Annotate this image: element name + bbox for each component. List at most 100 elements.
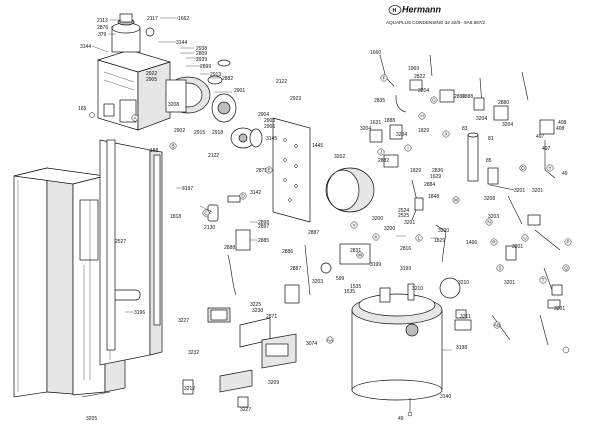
part-label: 1969	[408, 66, 419, 72]
callout-marker: Y	[546, 164, 554, 172]
part-label: 3211	[460, 314, 471, 320]
svg-text:E: E	[267, 168, 270, 173]
part-label: 3074	[306, 341, 317, 347]
part-label: 2880	[498, 100, 509, 106]
callout-marker: P	[564, 238, 572, 246]
part-label: 49	[562, 171, 568, 177]
part-label: 379	[98, 32, 107, 38]
part-label: 2835	[374, 98, 385, 104]
part-label: 2831	[350, 248, 361, 254]
part-label: 3197	[182, 186, 193, 192]
svg-text:L: L	[418, 236, 421, 241]
svg-text:H: H	[420, 114, 423, 119]
hermann-logo-icon	[388, 5, 402, 15]
part-label: 497	[542, 146, 551, 152]
part-label: 3210	[412, 286, 423, 292]
part-label: 2898	[258, 220, 269, 226]
svg-text:W: W	[358, 253, 363, 258]
part-label: 2527	[115, 239, 126, 245]
small-parts-center	[207, 195, 371, 304]
part-label: 408	[556, 126, 565, 132]
part-label: 2887	[308, 230, 319, 236]
callout-marker: AA	[326, 336, 334, 344]
part-label: 1829	[410, 168, 421, 174]
part-label: 1445	[312, 143, 323, 149]
svg-text:P: P	[566, 240, 569, 245]
part-label: 3201	[554, 306, 565, 312]
callout-marker: Q	[562, 264, 570, 272]
callout-marker: W	[356, 251, 364, 259]
part-label: 3199	[400, 266, 411, 272]
callout-marker: K	[372, 233, 380, 241]
svg-text:D: D	[241, 194, 245, 199]
callout-marker: R	[490, 238, 498, 246]
part-label: 3204	[396, 132, 407, 138]
svg-text:J: J	[380, 150, 382, 155]
part-label: 2885	[258, 238, 269, 244]
svg-text:AB: AB	[494, 323, 500, 328]
part-label: 2122	[276, 79, 287, 85]
part-label: 81	[488, 136, 494, 142]
svg-text:V: V	[352, 223, 356, 228]
part-label: 2130	[204, 225, 215, 231]
part-label: 2117	[147, 16, 158, 22]
svg-text:M: M	[454, 198, 458, 203]
part-label: 3232	[188, 350, 199, 356]
part-label: 2888	[224, 245, 235, 251]
part-label: 1818	[170, 214, 181, 220]
svg-text:T: T	[542, 278, 545, 283]
callout-marker: D	[239, 192, 247, 200]
svg-text:AA: AA	[327, 338, 334, 343]
part-label: 1848	[428, 194, 439, 200]
callout-marker: F	[380, 74, 388, 82]
part-label: 2882	[378, 158, 389, 164]
callout-marker: O	[519, 164, 527, 172]
svg-text:O: O	[521, 166, 525, 171]
part-label: 1829	[418, 128, 429, 134]
part-label: 2901	[234, 88, 245, 94]
leader-lines	[91, 17, 452, 351]
callout-marker: I	[404, 144, 412, 152]
boiler-casing	[13, 139, 163, 398]
part-label: 3205	[86, 416, 97, 422]
callout-marker: U	[521, 234, 529, 242]
part-label: 2525	[398, 213, 409, 219]
part-label: 2822	[414, 74, 425, 80]
part-label: 3204	[418, 88, 429, 94]
part-label: 3212	[184, 386, 195, 392]
part-label: 1888	[384, 118, 395, 124]
part-label: 165	[78, 106, 87, 112]
part-label: 1662	[178, 16, 189, 22]
svg-text:I: I	[407, 146, 408, 151]
part-label: 1629	[430, 174, 441, 180]
part-label: 3230	[252, 308, 263, 314]
part-label: 2524	[398, 208, 409, 214]
part-label: 2871	[266, 314, 277, 320]
hot-water-cylinder-3198	[351, 277, 472, 417]
part-label: 2836	[432, 168, 443, 174]
part-label: 2906	[264, 124, 275, 130]
svg-text:F: F	[383, 76, 386, 81]
model-subtitle: AQUAPLUS CONDENSING 32 32/8 - 9A6.567/2	[386, 20, 486, 25]
control-box-assembly	[182, 307, 297, 408]
part-label: 3198	[456, 345, 467, 351]
part-label: 188	[150, 148, 159, 154]
part-label: 497	[536, 134, 545, 140]
part-label: 2918	[212, 130, 223, 136]
part-label: 3140	[440, 394, 451, 400]
callout-markers: A B C D E F G H I J K L M N O P Q R S T …	[131, 74, 572, 344]
part-label: 2902	[174, 128, 185, 134]
part-label: 3196	[134, 310, 145, 316]
part-label: 3203	[488, 214, 499, 220]
hydraulic-pipework	[369, 54, 570, 354]
part-label: 2875	[256, 168, 267, 174]
part-label: 1535	[344, 289, 355, 295]
svg-text:U: U	[523, 236, 526, 241]
part-label: 2886	[282, 249, 293, 255]
svg-text:C: C	[204, 211, 208, 216]
part-label: 1466	[466, 240, 477, 246]
part-label: 2113	[97, 18, 108, 24]
heat-exchanger-assembly	[89, 13, 172, 131]
part-label: 2913	[210, 72, 221, 78]
